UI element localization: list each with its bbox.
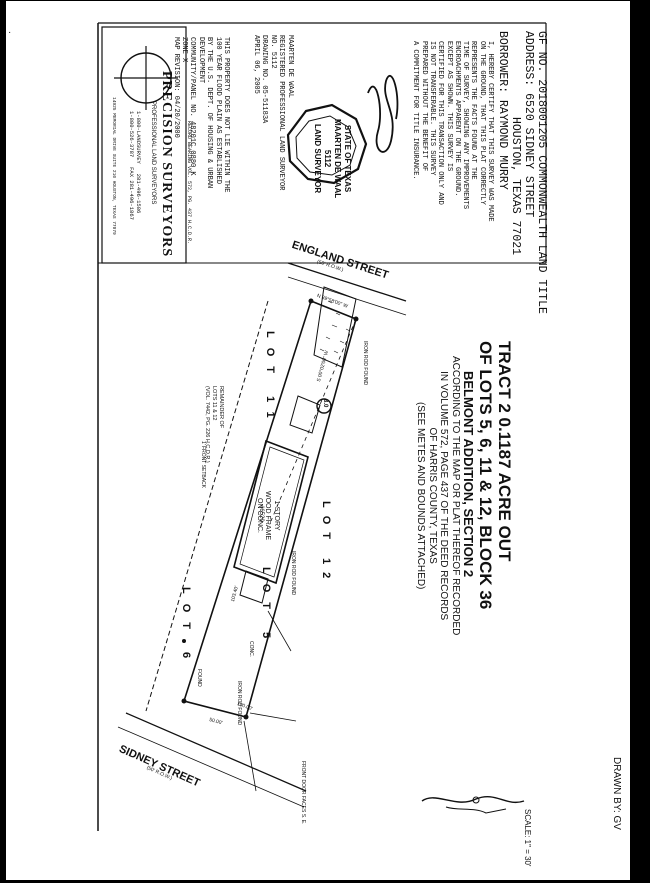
- survey-date: APRIL 06, 2005: [252, 35, 260, 94]
- plat-reference: ACCORDING TO THE MAP OR PLAT THEREOF REC…: [415, 356, 462, 636]
- flood-note: THIS PROPERTY DOES NOT LIE WITHIN THE 10…: [171, 37, 230, 193]
- tract-title: TRACT 2 0.1187 ACRE OUT OF LOTS 5, 6, 11…: [476, 341, 514, 610]
- lot-12-label: LOT 12: [320, 501, 332, 587]
- signature-icon: [367, 74, 399, 153]
- lot-11-label: LOT 11: [264, 331, 276, 428]
- plat-drawing: [97, 22, 547, 831]
- city: HOUSTON, TEXAS 77021: [509, 117, 522, 256]
- iron-rod-icon: [353, 316, 359, 322]
- header-block: GF NO. 2018001205 COMMONWEALTH LAND TITL…: [496, 31, 548, 314]
- surveyor-name: MAARTEN DE WAAL: [286, 35, 294, 99]
- scan-mark: ·: [8, 27, 12, 38]
- address: ADDRESS: 6520 SIDNEY STREET: [522, 31, 535, 218]
- company-name: PRECISION SURVEYORS: [159, 71, 174, 258]
- marker-circle-icon: [316, 398, 332, 414]
- scale-label: SCALE: 1" = 30': [523, 809, 532, 867]
- gf-number: GF NO. 2018001205 COMMONWEALTH LAND TITL…: [535, 31, 548, 314]
- certification-block: I, HEREBY CERTIFY THAT THIS SURVEY WAS M…: [411, 41, 494, 222]
- england-street-line: [287, 262, 407, 302]
- iron-rod-icon: [243, 714, 249, 720]
- lot-5-label: LOT 5: [260, 567, 272, 649]
- iron-rod-icon: [308, 298, 314, 304]
- lot-line-mid: [270, 318, 357, 522]
- building-address: #6520: [258, 505, 264, 522]
- borrower: BORROWER: RAYMOND MURRY: [496, 31, 509, 190]
- building-footprint: [233, 439, 309, 585]
- remainder-label: REMAINDER OF LOTS 11 & 12 (VOL. 7442, PG…: [204, 386, 224, 463]
- iron-rod-label-mid: IRON ROD FOUND: [290, 551, 296, 596]
- company-box: [101, 26, 187, 264]
- survey-document: GF NO. 2018001205 COMMONWEALTH LAND TITL…: [6, 1, 630, 880]
- scale-bar-icon: [421, 796, 525, 804]
- sidney-street-line: [125, 712, 307, 792]
- front-door-note: FRONT DOOR FACES S. E.: [300, 761, 306, 825]
- seal-text: STATE OF TEXAS MAARTEN DE WAAL 5112 LAND…: [313, 119, 352, 199]
- driveway: [313, 286, 357, 368]
- company-contact: 1-800-LANDSURVEY 281-496-1586 1-800-526-…: [128, 111, 142, 220]
- iron-rod-label-back: IRON ROD FOUND: [362, 341, 368, 386]
- found-label: FOUND: [196, 669, 202, 687]
- iron-rod-icon: [181, 698, 187, 704]
- company-tagline: PROFESSIONAL LAND SURVEYORS: [150, 101, 156, 205]
- conc-label: CONC.: [248, 641, 254, 658]
- surveyor-seal-icon: [286, 103, 368, 185]
- marker-number: 8.0: [322, 399, 328, 408]
- company-address: 14925 MEMORIAL DRIVE SUITE 210 HOUSTON, …: [111, 97, 116, 235]
- subdivision-name: BELMONT ADDITION, SECTION 2: [461, 371, 476, 578]
- lot-6-label: LOT 6: [180, 587, 192, 669]
- lot-line-west: [145, 300, 269, 712]
- drawn-by: DRAWN BY: GV: [611, 757, 622, 830]
- record-bearing: RECORD BEARING VOL. 572, PG. 437 H.C.D.R…: [186, 121, 192, 245]
- surveyor-info: MAARTEN DE WAAL REGISTERED PROFESSIONAL …: [252, 35, 294, 191]
- fence-label: 1' FRONT SETBACK: [200, 441, 206, 488]
